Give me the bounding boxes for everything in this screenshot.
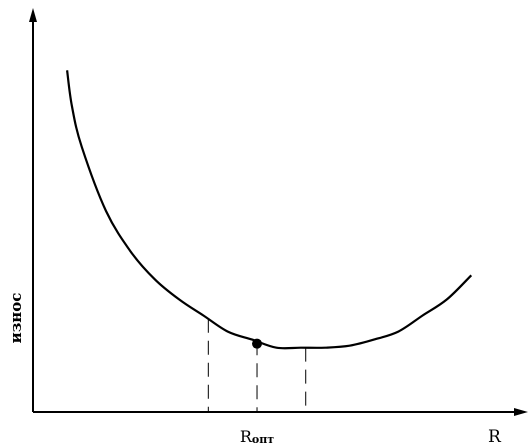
y-axis-label: износ: [7, 293, 25, 344]
x-axis-label: R: [488, 427, 502, 446]
dashed-guides: [207, 318, 307, 412]
series-line-wear: [66, 70, 473, 350]
x-marker-label-sub: опт: [252, 433, 274, 446]
x-marker-label-main: R: [240, 427, 253, 446]
optimum-point: [252, 338, 263, 349]
x-marker-label-r-opt: Rопт: [240, 427, 274, 446]
x-axis-arrow-icon: [514, 408, 528, 416]
y-axis-arrow-icon: [29, 8, 37, 22]
